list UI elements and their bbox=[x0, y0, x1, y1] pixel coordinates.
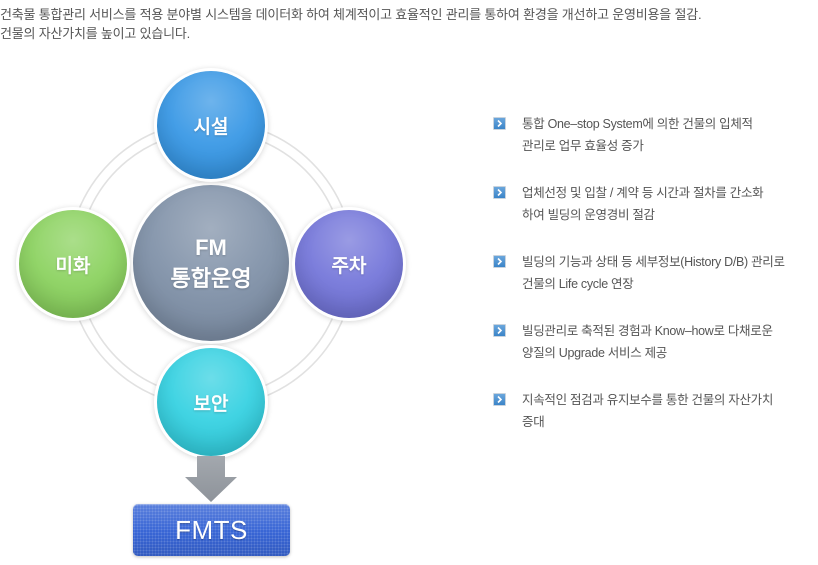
benefit-line-2: 증대 bbox=[522, 415, 545, 429]
benefit-line-1: 통합 One–stop System에 의한 건물의 입체적 bbox=[522, 117, 753, 131]
node-parking: 주차 bbox=[295, 210, 403, 318]
benefit-text: 통합 One–stop System에 의한 건물의 입체적 관리로 업무 효율… bbox=[522, 113, 818, 157]
benefit-line-1: 빌딩관리로 축적된 경험과 Know–how로 다채로운 bbox=[522, 324, 773, 338]
intro-line-1: 건축물 통합관리 서비스를 적용 분야별 시스템을 데이터화 하여 체계적이고 … bbox=[0, 7, 702, 22]
center-node-line-1: FM bbox=[195, 235, 227, 260]
list-item: 지속적인 점검과 유지보수를 통한 건물의 자산가치 증대 bbox=[493, 389, 818, 458]
benefit-line-2: 하여 빌딩의 운영경비 절감 bbox=[522, 208, 655, 222]
arrow-down-icon bbox=[185, 456, 237, 502]
benefit-list: 통합 One–stop System에 의한 건물의 입체적 관리로 업무 효율… bbox=[493, 113, 818, 458]
benefit-text: 빌딩관리로 축적된 경험과 Know–how로 다채로운 양질의 Upgrade… bbox=[522, 320, 818, 364]
node-security: 보안 bbox=[157, 348, 265, 456]
intro-line-2: 건물의 자산가치를 높이고 있습니다. bbox=[0, 26, 191, 41]
center-node-line-2: 통합운영 bbox=[170, 266, 252, 291]
list-item: 통합 One–stop System에 의한 건물의 입체적 관리로 업무 효율… bbox=[493, 113, 818, 182]
benefit-line-2: 건물의 Life cycle 연장 bbox=[522, 277, 634, 291]
list-item: 빌딩관리로 축적된 경험과 Know–how로 다채로운 양질의 Upgrade… bbox=[493, 320, 818, 389]
benefit-line-1: 업체선정 및 입찰 / 계약 등 시간과 절차를 간소화 bbox=[522, 186, 764, 200]
arrow-down-shape bbox=[185, 456, 237, 502]
intro-text: 건축물 통합관리 서비스를 적용 분야별 시스템을 데이터화 하여 체계적이고 … bbox=[0, 5, 818, 43]
benefit-line-1: 지속적인 점검과 유지보수를 통한 건물의 자산가치 bbox=[522, 393, 774, 407]
chevron-right-icon bbox=[493, 186, 506, 199]
node-security-label: 보안 bbox=[193, 393, 229, 415]
list-item: 업체선정 및 입찰 / 계약 등 시간과 절차를 간소화 하여 빌딩의 운영경비… bbox=[493, 182, 818, 251]
fmts-box: FMTS bbox=[133, 504, 290, 556]
chevron-right-icon bbox=[493, 393, 506, 406]
fmts-label: FMTS bbox=[175, 514, 248, 545]
benefit-line-1: 빌딩의 기능과 상태 등 세부정보(History D/B) 관리로 bbox=[522, 255, 785, 269]
benefit-text: 지속적인 점검과 유지보수를 통한 건물의 자산가치 증대 bbox=[522, 389, 818, 433]
center-node-fm-integrated-operation: FM 통합운영 bbox=[133, 185, 289, 341]
node-facility: 시설 bbox=[157, 71, 265, 179]
node-cleaning: 미화 bbox=[19, 210, 127, 318]
benefit-text: 빌딩의 기능과 상태 등 세부정보(History D/B) 관리로 건물의 L… bbox=[522, 251, 818, 295]
list-item: 빌딩의 기능과 상태 등 세부정보(History D/B) 관리로 건물의 L… bbox=[493, 251, 818, 320]
benefit-line-2: 관리로 업무 효율성 증가 bbox=[522, 139, 644, 153]
benefit-text: 업체선정 및 입찰 / 계약 등 시간과 절차를 간소화 하여 빌딩의 운영경비… bbox=[522, 182, 818, 226]
node-facility-label: 시설 bbox=[193, 116, 229, 138]
chevron-right-icon bbox=[493, 255, 506, 268]
node-parking-label: 주차 bbox=[331, 255, 367, 277]
chevron-right-icon bbox=[493, 117, 506, 130]
node-cleaning-label: 미화 bbox=[55, 255, 91, 277]
chevron-right-icon bbox=[493, 324, 506, 337]
benefit-line-2: 양질의 Upgrade 서비스 제공 bbox=[522, 346, 667, 360]
